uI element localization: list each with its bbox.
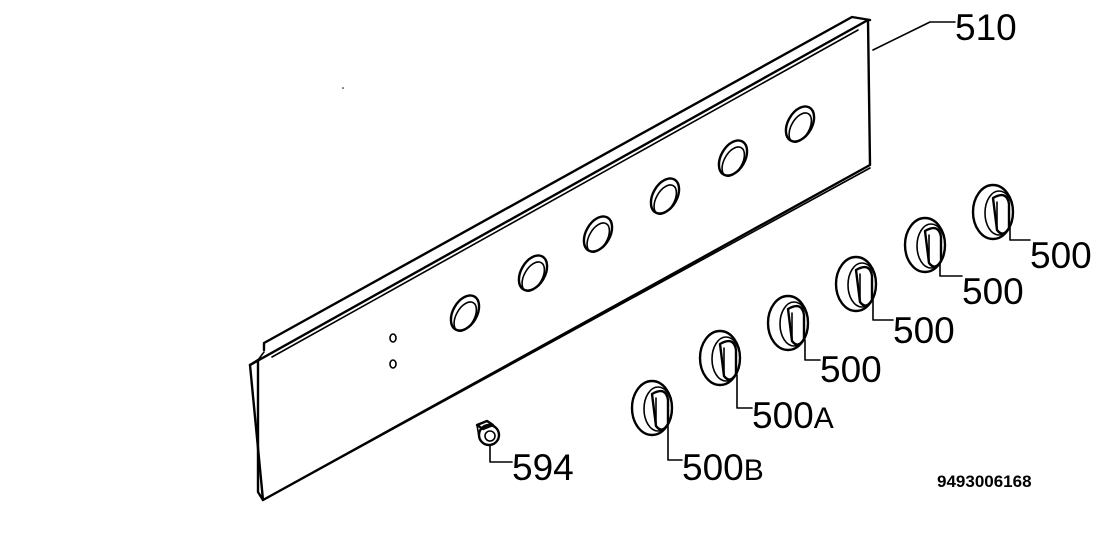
- knob: [766, 294, 810, 352]
- knob: [698, 329, 742, 387]
- knob-leaders: [667, 227, 1031, 461]
- knob-label: 500: [962, 271, 1024, 312]
- label-594: 594: [512, 447, 574, 488]
- control-panel: [248, 15, 872, 502]
- knob-label-500b: 500B: [682, 447, 764, 488]
- label-510: 510: [955, 7, 1017, 48]
- connector-part: [475, 419, 501, 447]
- knob-label: 500: [893, 310, 955, 351]
- indicator-hole: [389, 333, 397, 343]
- knob: [834, 255, 878, 313]
- document-number: 9493006168: [937, 472, 1032, 491]
- knob-label: 500: [1030, 235, 1092, 276]
- control-knobs: [630, 183, 1015, 437]
- speck: [342, 87, 344, 89]
- knob-label: 500: [820, 349, 882, 390]
- indicator-hole: [389, 359, 397, 369]
- knob: [630, 379, 674, 437]
- knob: [903, 216, 947, 274]
- leader-594: [489, 445, 513, 463]
- leader-510: [872, 21, 956, 51]
- knob: [971, 183, 1015, 241]
- knob-holes: [449, 105, 816, 332]
- knob-label-500a: 500A: [752, 395, 834, 436]
